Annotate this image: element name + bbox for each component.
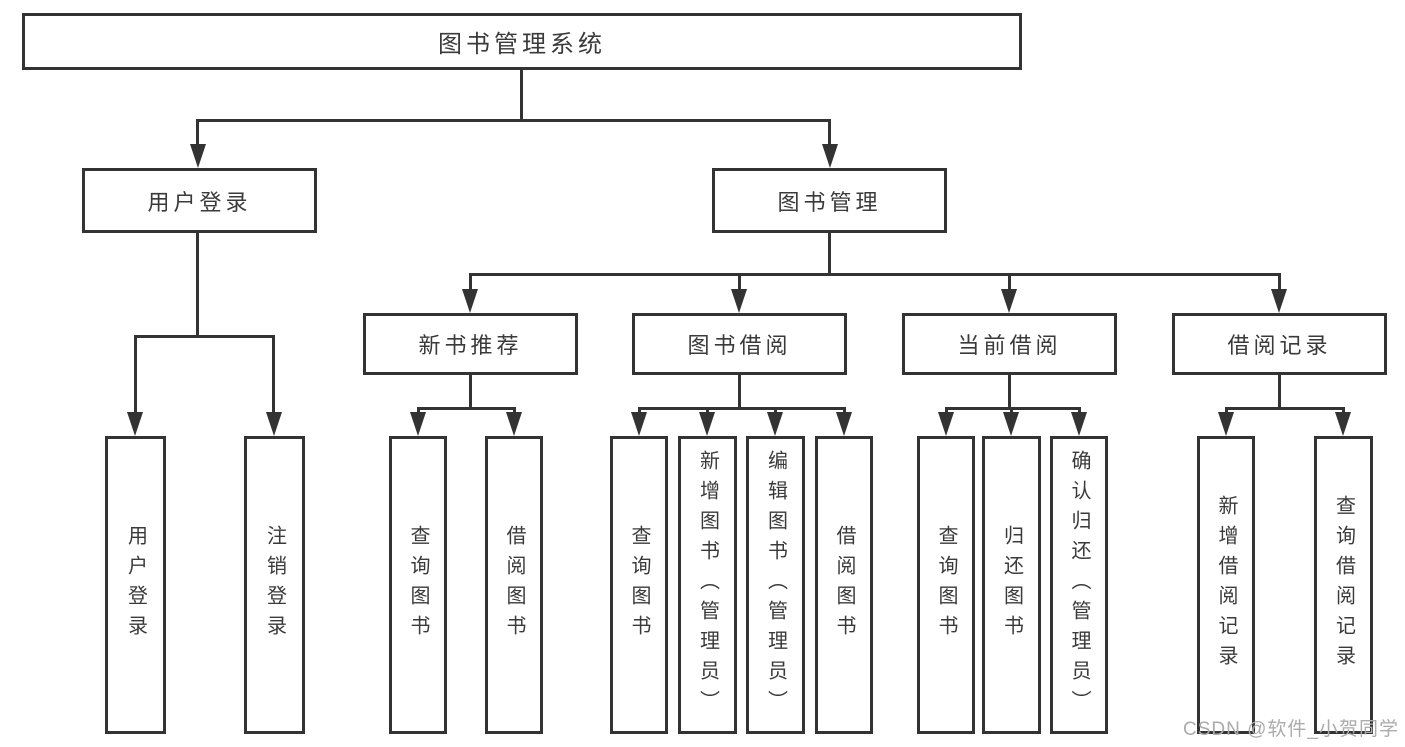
connector-line bbox=[638, 407, 845, 410]
arrowhead-down bbox=[410, 412, 426, 436]
arrowhead-down bbox=[266, 412, 282, 436]
leaf-return-books: 归还图书 bbox=[982, 436, 1041, 734]
arrowhead-down bbox=[731, 289, 747, 313]
connector-line bbox=[469, 375, 472, 410]
leaf-query-borrow-record: 查询借阅记录 bbox=[1314, 436, 1373, 734]
arrowhead-down bbox=[127, 412, 143, 436]
arrowhead-down bbox=[631, 412, 647, 436]
leaf-borrow-books: 借阅图书 bbox=[815, 436, 873, 734]
connector-line bbox=[1008, 375, 1011, 410]
node-new-book-recommendation: 新书推荐 bbox=[363, 313, 578, 375]
arrowhead-down bbox=[462, 289, 478, 313]
connector-line bbox=[196, 119, 199, 151]
leaf-edit-books-admin: 编辑图书（管理员） bbox=[746, 436, 805, 734]
leaf-query-books-recommend: 查询图书 bbox=[389, 436, 447, 734]
connector-line bbox=[1278, 273, 1281, 297]
arrowhead-down bbox=[1218, 412, 1234, 436]
connector-line bbox=[828, 233, 831, 276]
arrowhead-down bbox=[938, 412, 954, 436]
arrowhead-down bbox=[822, 144, 838, 168]
connector-line bbox=[417, 407, 515, 410]
arrowhead-down bbox=[506, 412, 522, 436]
arrowhead-down bbox=[1071, 412, 1087, 436]
arrowhead-down bbox=[699, 412, 715, 436]
leaf-add-books-admin: 新增图书（管理员） bbox=[678, 436, 737, 734]
connector-line bbox=[520, 70, 523, 122]
leaf-confirm-return-admin: 确认归还（管理员） bbox=[1050, 436, 1108, 734]
connector-line bbox=[1225, 407, 1345, 410]
connector-line bbox=[272, 335, 275, 420]
connector-line bbox=[134, 335, 137, 420]
arrowhead-down bbox=[1271, 289, 1287, 313]
connector-line bbox=[469, 273, 1281, 276]
arrowhead-down bbox=[190, 144, 206, 168]
leaf-query-books-borrow: 查询图书 bbox=[610, 436, 668, 734]
node-book-management: 图书管理 bbox=[712, 168, 947, 233]
connector-line bbox=[469, 273, 472, 297]
node-borrowing-records: 借阅记录 bbox=[1172, 313, 1387, 375]
node-current-borrowing: 当前借阅 bbox=[902, 313, 1117, 375]
leaf-logout: 注销登录 bbox=[244, 436, 305, 734]
csdn-watermark: CSDN @软件_小贺同学 bbox=[1183, 719, 1399, 740]
leaf-user-login: 用户登录 bbox=[105, 436, 166, 734]
node-user-login: 用户登录 bbox=[82, 168, 317, 233]
node-book-borrowing: 图书借阅 bbox=[632, 313, 847, 375]
arrowhead-down bbox=[1335, 412, 1351, 436]
connector-line bbox=[196, 119, 831, 122]
node-library-management-system: 图书管理系统 bbox=[22, 13, 1022, 70]
leaf-add-borrow-record: 新增借阅记录 bbox=[1197, 436, 1255, 734]
connector-line bbox=[134, 335, 275, 338]
connector-line bbox=[1278, 375, 1281, 410]
leaf-query-books-current: 查询图书 bbox=[917, 436, 975, 734]
connector-line bbox=[1008, 273, 1011, 297]
arrowhead-down bbox=[767, 412, 783, 436]
connector-line bbox=[738, 375, 741, 410]
leaf-borrow-books-recommend: 借阅图书 bbox=[485, 436, 543, 734]
connector-line bbox=[738, 273, 741, 297]
arrowhead-down bbox=[1001, 289, 1017, 313]
connector-line bbox=[828, 119, 831, 151]
arrowhead-down bbox=[836, 412, 852, 436]
connector-line bbox=[196, 233, 199, 338]
arrowhead-down bbox=[1003, 412, 1019, 436]
